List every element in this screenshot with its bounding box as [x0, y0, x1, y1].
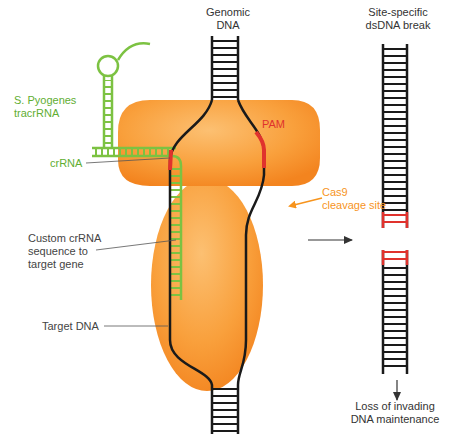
part-label: Target DNA — [42, 320, 108, 333]
break-node: Site-specific dsDNA break — [352, 6, 444, 380]
part-label: Custom crRNA sequence to target gene — [28, 232, 108, 271]
node-text: Loss of invading DNA maintenance — [345, 400, 445, 426]
node-text: Site-specific dsDNA break — [352, 6, 444, 32]
broken-dna — [383, 44, 407, 374]
cleavage-label: Cas9 cleavage site — [322, 186, 388, 212]
tracr-rna — [92, 43, 176, 152]
flow-arrow — [396, 380, 397, 400]
cas9-protein — [118, 100, 320, 391]
pam-label: PAM — [262, 118, 296, 131]
cleavage-pointer — [290, 198, 322, 206]
target-dna — [170, 36, 264, 434]
complex-node: Genomic DNA — [148, 6, 308, 430]
rna-label: crRNA — [50, 157, 90, 170]
cr-rna — [92, 156, 181, 300]
flow-arrow — [308, 239, 352, 240]
outcome-node: Loss of invading DNA maintenance — [340, 400, 450, 432]
node-text: Genomic DNA — [200, 6, 256, 32]
pam-marks — [170, 132, 264, 170]
rna-label: S. Pyogenes tracrRNA — [14, 94, 100, 120]
